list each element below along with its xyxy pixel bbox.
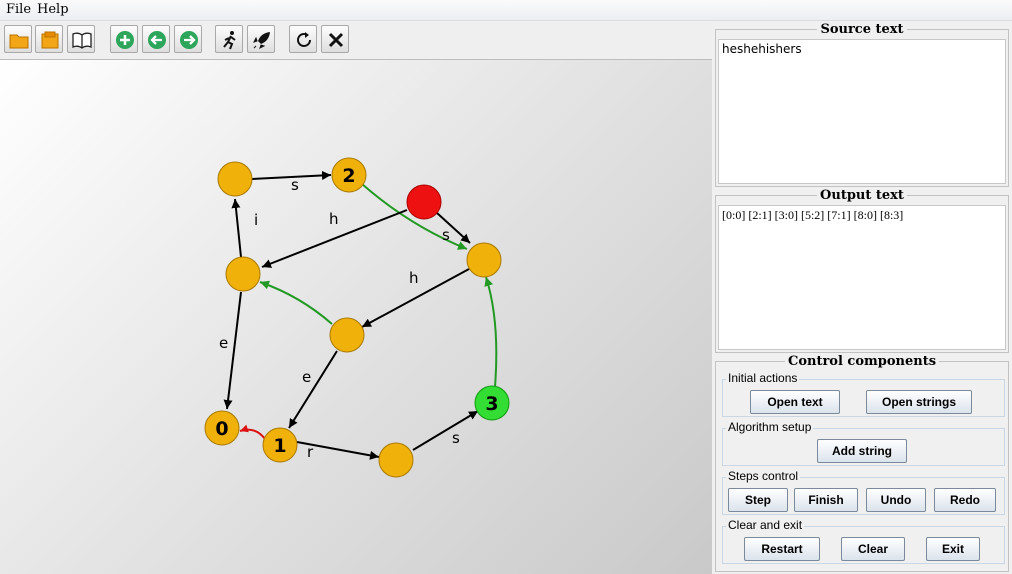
initial-actions-title: Initial actions xyxy=(726,371,800,385)
edge-label: i xyxy=(254,211,258,229)
steps-control-group: Steps control Step Finish Undo Redo xyxy=(722,469,1005,515)
add-string-button[interactable]: Add string xyxy=(817,439,907,463)
edge-label: e xyxy=(219,334,228,352)
trie-node-root[interactable] xyxy=(406,184,442,220)
fail-edge xyxy=(484,276,498,388)
rocket-icon xyxy=(253,32,270,49)
run-button[interactable] xyxy=(215,25,243,53)
source-text-title: Source text xyxy=(817,22,907,37)
add-button[interactable] xyxy=(110,25,138,53)
fail-edge xyxy=(239,424,266,440)
trie-node-3[interactable] xyxy=(474,385,510,421)
steps-control-title: Steps control xyxy=(726,469,801,483)
restart-button[interactable]: Restart xyxy=(744,537,820,561)
clear-exit-title: Clear and exit xyxy=(726,518,805,532)
open-strings-button[interactable]: Open strings xyxy=(866,390,972,414)
forward-button[interactable] xyxy=(174,25,202,53)
source-textarea[interactable]: heshehishers xyxy=(718,39,1006,184)
trie-edge xyxy=(361,268,470,328)
trie-node[interactable] xyxy=(378,442,414,478)
trie-graph: s i h s h e e r s 2 0 1 3 xyxy=(204,157,510,478)
toolbar xyxy=(0,21,712,59)
clear-exit-group: Clear and exit Restart Clear Exit xyxy=(722,518,1005,564)
control-title: Control components xyxy=(784,354,940,369)
output-text-title: Output text xyxy=(817,188,907,203)
trie-node-0[interactable] xyxy=(204,410,240,446)
edge-label: r xyxy=(307,443,314,461)
node-label: 3 xyxy=(485,393,498,415)
trie-edge xyxy=(223,291,242,410)
trie-edge xyxy=(231,198,242,258)
refresh-button[interactable] xyxy=(289,25,317,53)
edge-label: s xyxy=(442,226,450,244)
book-icon xyxy=(72,32,92,49)
refresh-icon xyxy=(297,32,311,47)
edge-label: e xyxy=(302,368,311,386)
trie-node-1[interactable] xyxy=(262,427,298,463)
edge-label: h xyxy=(409,269,419,287)
edge-label: h xyxy=(329,210,339,228)
clear-button[interactable]: Clear xyxy=(841,537,905,561)
exit-button[interactable]: Exit xyxy=(926,537,980,561)
save-icon xyxy=(41,31,59,49)
forward-icon xyxy=(180,31,198,49)
edge-label: s xyxy=(452,429,460,447)
output-text-panel: Output text [0:0] [2:1] [3:0] [5:2] [7:1… xyxy=(715,188,1009,353)
node-label: 0 xyxy=(215,418,228,440)
trie-node[interactable] xyxy=(217,161,253,197)
trie-edge xyxy=(251,170,332,180)
algorithm-setup-title: Algorithm setup xyxy=(726,420,814,434)
output-textarea[interactable]: [0:0] [2:1] [3:0] [5:2] [7:1] [8:0] [8:3… xyxy=(718,205,1006,350)
undo-button[interactable]: Undo xyxy=(866,488,926,512)
edge-label: s xyxy=(291,176,299,194)
initial-actions-group: Initial actions Open text Open strings xyxy=(722,371,1005,417)
open-folder-icon xyxy=(9,34,29,49)
save-button[interactable] xyxy=(35,25,63,53)
runner-icon xyxy=(223,31,236,50)
control-panel: Control components Initial actions Open … xyxy=(715,354,1009,572)
rocket-button[interactable] xyxy=(247,25,275,53)
menu-bar: File Help xyxy=(0,0,1012,21)
add-icon xyxy=(116,31,134,49)
trie-edge xyxy=(288,350,338,429)
step-button[interactable]: Step xyxy=(728,488,788,512)
right-panel: Source text heshehishers Output text [0:… xyxy=(712,22,1012,573)
graph-canvas[interactable]: s i h s h e e r s 2 0 1 3 xyxy=(0,59,712,574)
trie-node[interactable] xyxy=(225,256,261,292)
node-label: 1 xyxy=(273,435,286,457)
menu-file[interactable]: File xyxy=(6,2,32,17)
trie-edge xyxy=(296,441,380,460)
fail-edge xyxy=(361,183,468,250)
open-text-button[interactable]: Open text xyxy=(750,390,840,414)
back-icon xyxy=(148,31,166,49)
node-label: 2 xyxy=(342,165,355,187)
fail-edge xyxy=(259,280,333,325)
algorithm-setup-group: Algorithm setup Add string xyxy=(722,420,1005,466)
trie-node-2[interactable] xyxy=(331,157,367,193)
trie-node[interactable] xyxy=(466,242,502,278)
book-button[interactable] xyxy=(67,25,95,53)
trie-node[interactable] xyxy=(329,317,365,353)
back-button[interactable] xyxy=(142,25,170,53)
finish-button[interactable]: Finish xyxy=(794,488,858,512)
close-button[interactable] xyxy=(321,25,349,53)
trie-edge xyxy=(412,410,479,451)
redo-button[interactable]: Redo xyxy=(934,488,996,512)
open-folder-button[interactable] xyxy=(4,25,32,53)
source-text-panel: Source text heshehishers xyxy=(715,22,1009,187)
trie-edge xyxy=(261,209,408,268)
trie-edge xyxy=(436,212,471,244)
close-icon xyxy=(328,32,344,48)
menu-help[interactable]: Help xyxy=(37,2,69,17)
